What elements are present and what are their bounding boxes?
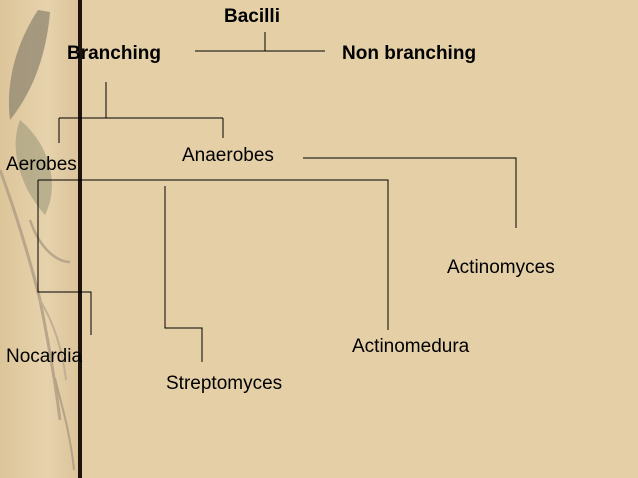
leaf-branch-illustration <box>0 10 75 471</box>
aerobes-label: Aerobes <box>6 154 77 175</box>
actinomedura-label: Actinomedura <box>352 336 470 357</box>
anaerobes-to-actinomyces-line <box>303 157 517 228</box>
vertical-divider <box>78 0 82 478</box>
nocardia-label: Nocardia <box>6 346 83 367</box>
aerobes-main-line <box>38 179 389 330</box>
aerobes-to-streptomyces-line <box>164 186 203 362</box>
anaerobes-label: Anaerobes <box>182 145 274 166</box>
streptomyces-label: Streptomyces <box>166 373 283 394</box>
non-branching-label: Non branching <box>342 43 477 64</box>
actinomyces-label: Actinomyces <box>447 257 555 278</box>
branching-label: Branching <box>67 43 161 64</box>
root-label-bacilli: Bacilli <box>224 6 280 27</box>
aerobes-to-nocardia-line <box>37 180 92 335</box>
